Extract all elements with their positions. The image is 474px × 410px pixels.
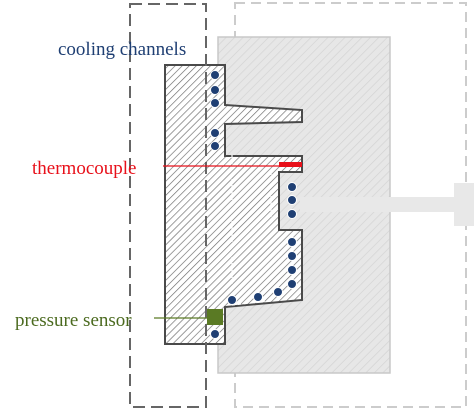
cooling-channel (210, 141, 220, 151)
ghost-ejector-plate (454, 183, 474, 226)
cooling-channel (287, 279, 297, 289)
cooling-channel (287, 265, 297, 275)
cooling-channel (210, 329, 220, 339)
cooling-channel (287, 209, 297, 219)
mold-dashed-frame (129, 3, 207, 408)
cooling-channel (210, 85, 220, 95)
cooling-channel (210, 128, 220, 138)
cooling-channel (210, 98, 220, 108)
cavity-dashed-outline (231, 155, 279, 306)
cooling-channel (287, 251, 297, 261)
cooling-channel-group (210, 70, 297, 339)
mold-part (164, 64, 303, 345)
thermocouple-label: thermocouple (32, 158, 136, 179)
cooling-channel (210, 70, 220, 80)
cooling-channel (273, 287, 283, 297)
pressure-sensor-element (207, 309, 223, 325)
pressure-sensor-label: pressure sensor (15, 310, 132, 331)
cooling-channel (287, 182, 297, 192)
cooling-channel (287, 195, 297, 205)
ghost-ejector-rod (300, 197, 460, 212)
cooling-channel (227, 295, 237, 305)
cooling-channels-label: cooling channels (58, 39, 186, 60)
cooling-channel (287, 237, 297, 247)
cooling-channel (253, 292, 263, 302)
thermocouple-element (279, 162, 302, 167)
